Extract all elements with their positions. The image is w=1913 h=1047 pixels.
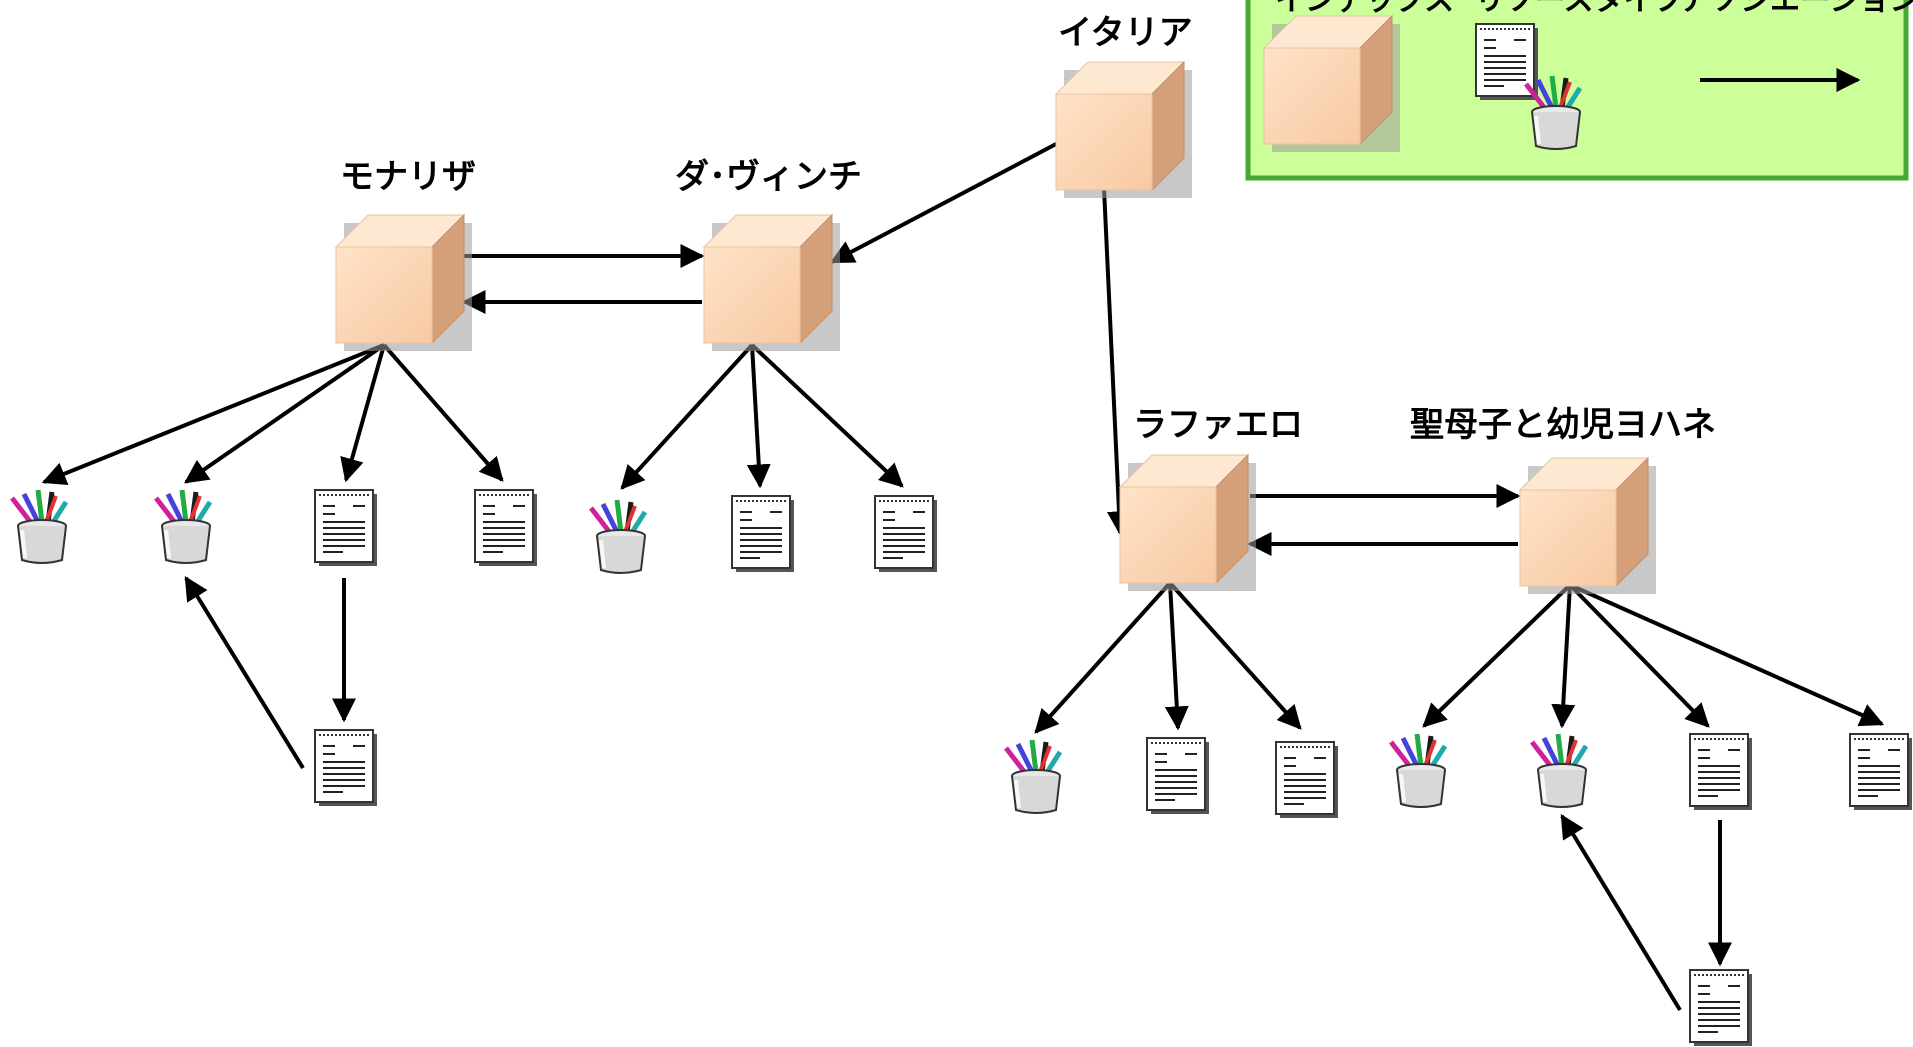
node-label-davinci: ダ･ヴィンチ [675,157,862,197]
edge-davinci-doc2 [750,343,904,488]
pencil-cup-icon[interactable] [591,500,645,573]
edge-raphael-cup [1034,581,1172,734]
topic-node-raphael[interactable]: ラファエロ [1119,405,1303,592]
legend: インデックス リソースタイプ アソシエーション [1245,0,1913,181]
document-icon[interactable] [1849,733,1913,811]
pencil-cup-icon[interactable] [12,490,66,563]
document-icon[interactable] [1275,741,1339,819]
edge-madonna-cup2 [1551,584,1576,729]
document-icon[interactable] [874,495,938,573]
document-icon[interactable] [314,489,378,567]
edge-monalisa-doc2 [382,343,504,482]
edge-subdoc-madonna-cup2 [1560,813,1682,1012]
edge-monalisa-cup1 [41,343,385,486]
legend-label-index: インデックス [1275,0,1454,18]
edge-raphael-doc2 [1168,581,1302,730]
node-label-italy: イタリア [1058,13,1193,53]
document-icon[interactable] [474,489,538,567]
cube-icon [703,214,841,352]
topic-node-italy[interactable]: イタリア [1055,13,1193,199]
document-icon[interactable] [1689,733,1753,811]
edge-raphael-doc1 [1164,582,1189,731]
cube-icon [1119,454,1257,592]
pencil-cup-icon[interactable] [1391,734,1445,807]
pencil-cup-icon[interactable] [156,490,210,563]
edge-madonna-doc1 [1568,583,1710,728]
cube-icon [335,214,473,352]
cube-icon [1055,61,1193,199]
edge-monalisa-cup2 [184,343,386,484]
document-icon[interactable] [1146,737,1210,815]
document-icon[interactable] [314,729,378,807]
node-label-raphael: ラファエロ [1133,405,1303,445]
edge-monalisa-doc1 [340,344,386,483]
pencil-cup-icon[interactable] [1006,740,1060,813]
pencil-cup-icon[interactable] [1532,734,1586,807]
edge-madonna-doc2 [1569,583,1885,727]
node-label-monalisa: モナリザ [340,157,476,197]
edge-italy-davinci [829,141,1059,264]
document-icon[interactable] [731,495,795,573]
legend-index-icon [1263,15,1401,153]
edge-italy-raphael [1102,187,1131,536]
node-label-madonna: 聖母子と幼児ヨハネ [1410,405,1716,445]
cube-icon [1519,457,1657,595]
edge-davinci-cup [620,343,754,490]
topic-node-madonna[interactable]: 聖母子と幼児ヨハネ [1410,405,1716,595]
legend-label-association: アソシエーション [1680,0,1913,18]
edge-madonna-cup1 [1422,583,1572,728]
topic-node-monalisa[interactable]: モナリザ [335,157,476,352]
topic-node-davinci[interactable]: ダ･ヴィンチ [675,157,862,352]
edges [41,141,1885,1012]
document-icon[interactable] [1689,969,1753,1047]
edge-subdoc-cup2 [184,575,305,770]
legend-label-resource-type: リソースタイプ [1475,0,1684,18]
edge-davinci-doc1 [746,344,771,489]
